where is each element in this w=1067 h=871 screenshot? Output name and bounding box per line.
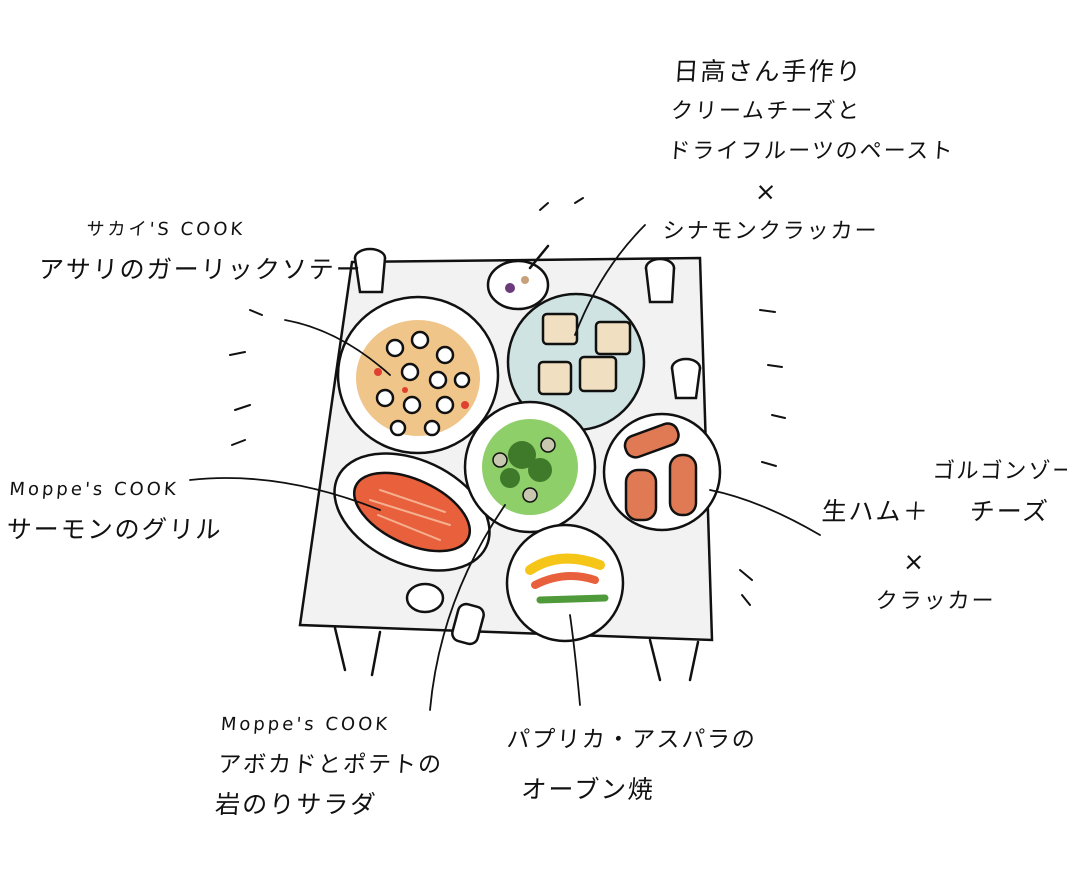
label-line: 日高さん手作り: [672, 57, 864, 86]
times-mark: ×: [902, 547, 928, 576]
cracker-paste-label: 日高さん手作り クリームチーズと ドライフルーツのペースト × シナモンクラッカ…: [661, 52, 961, 252]
cheese-text: チーズ: [968, 497, 1051, 526]
label-line: パプリカ・アスパラの: [505, 727, 758, 753]
label-line: オーブン焼: [520, 775, 656, 804]
salad-label: Moppe's COOK アボカドとポテトの 岩のりサラダ: [214, 705, 447, 825]
dip-bowl: [486, 259, 550, 311]
ham-roll: [623, 422, 698, 522]
label-line: アボカドとポテトの: [217, 752, 444, 778]
salmon: [352, 471, 472, 553]
glass-icon: [353, 247, 702, 614]
bottle: [451, 602, 485, 646]
leader-line: [189, 224, 821, 711]
dish-label: アサリのガーリックソテー: [37, 255, 364, 284]
label-line: ドライフルーツのペースト: [667, 139, 956, 164]
ham-text: 生ハム＋: [820, 497, 931, 526]
label-line: クラッカー: [874, 589, 997, 614]
author-label: Moppe's COOK: [8, 479, 180, 500]
label-line: 岩のりサラダ: [214, 790, 379, 819]
dish-label: サーモンのグリル: [5, 515, 224, 544]
clams-label: サカイ'S COOK アサリのガーリックソテー: [37, 210, 367, 290]
paprika-label: パプリカ・アスパラの オーブン焼: [502, 720, 758, 810]
motion-marks: [229, 197, 786, 606]
cracker: [537, 312, 632, 396]
label-line: ゴルゴンゾーラ: [931, 459, 1067, 484]
ham-label: ゴルゴンゾーラ 生ハム＋ チーズ × クラッカー: [814, 452, 1067, 622]
paprika-plate: [505, 523, 625, 643]
label-line: クリームチーズと: [669, 99, 862, 124]
label-line: 生ハム＋ チーズ: [820, 492, 1067, 532]
author-label: サカイ'S COOK: [85, 219, 246, 240]
times-mark: ×: [754, 177, 780, 206]
label-line: シナモンクラッカー: [661, 219, 880, 244]
table-leg: [333, 626, 700, 682]
author-label: Moppe's COOK: [220, 714, 391, 735]
clam: [375, 330, 471, 437]
salmon-label: Moppe's COOK サーモンのグリル: [5, 470, 227, 550]
